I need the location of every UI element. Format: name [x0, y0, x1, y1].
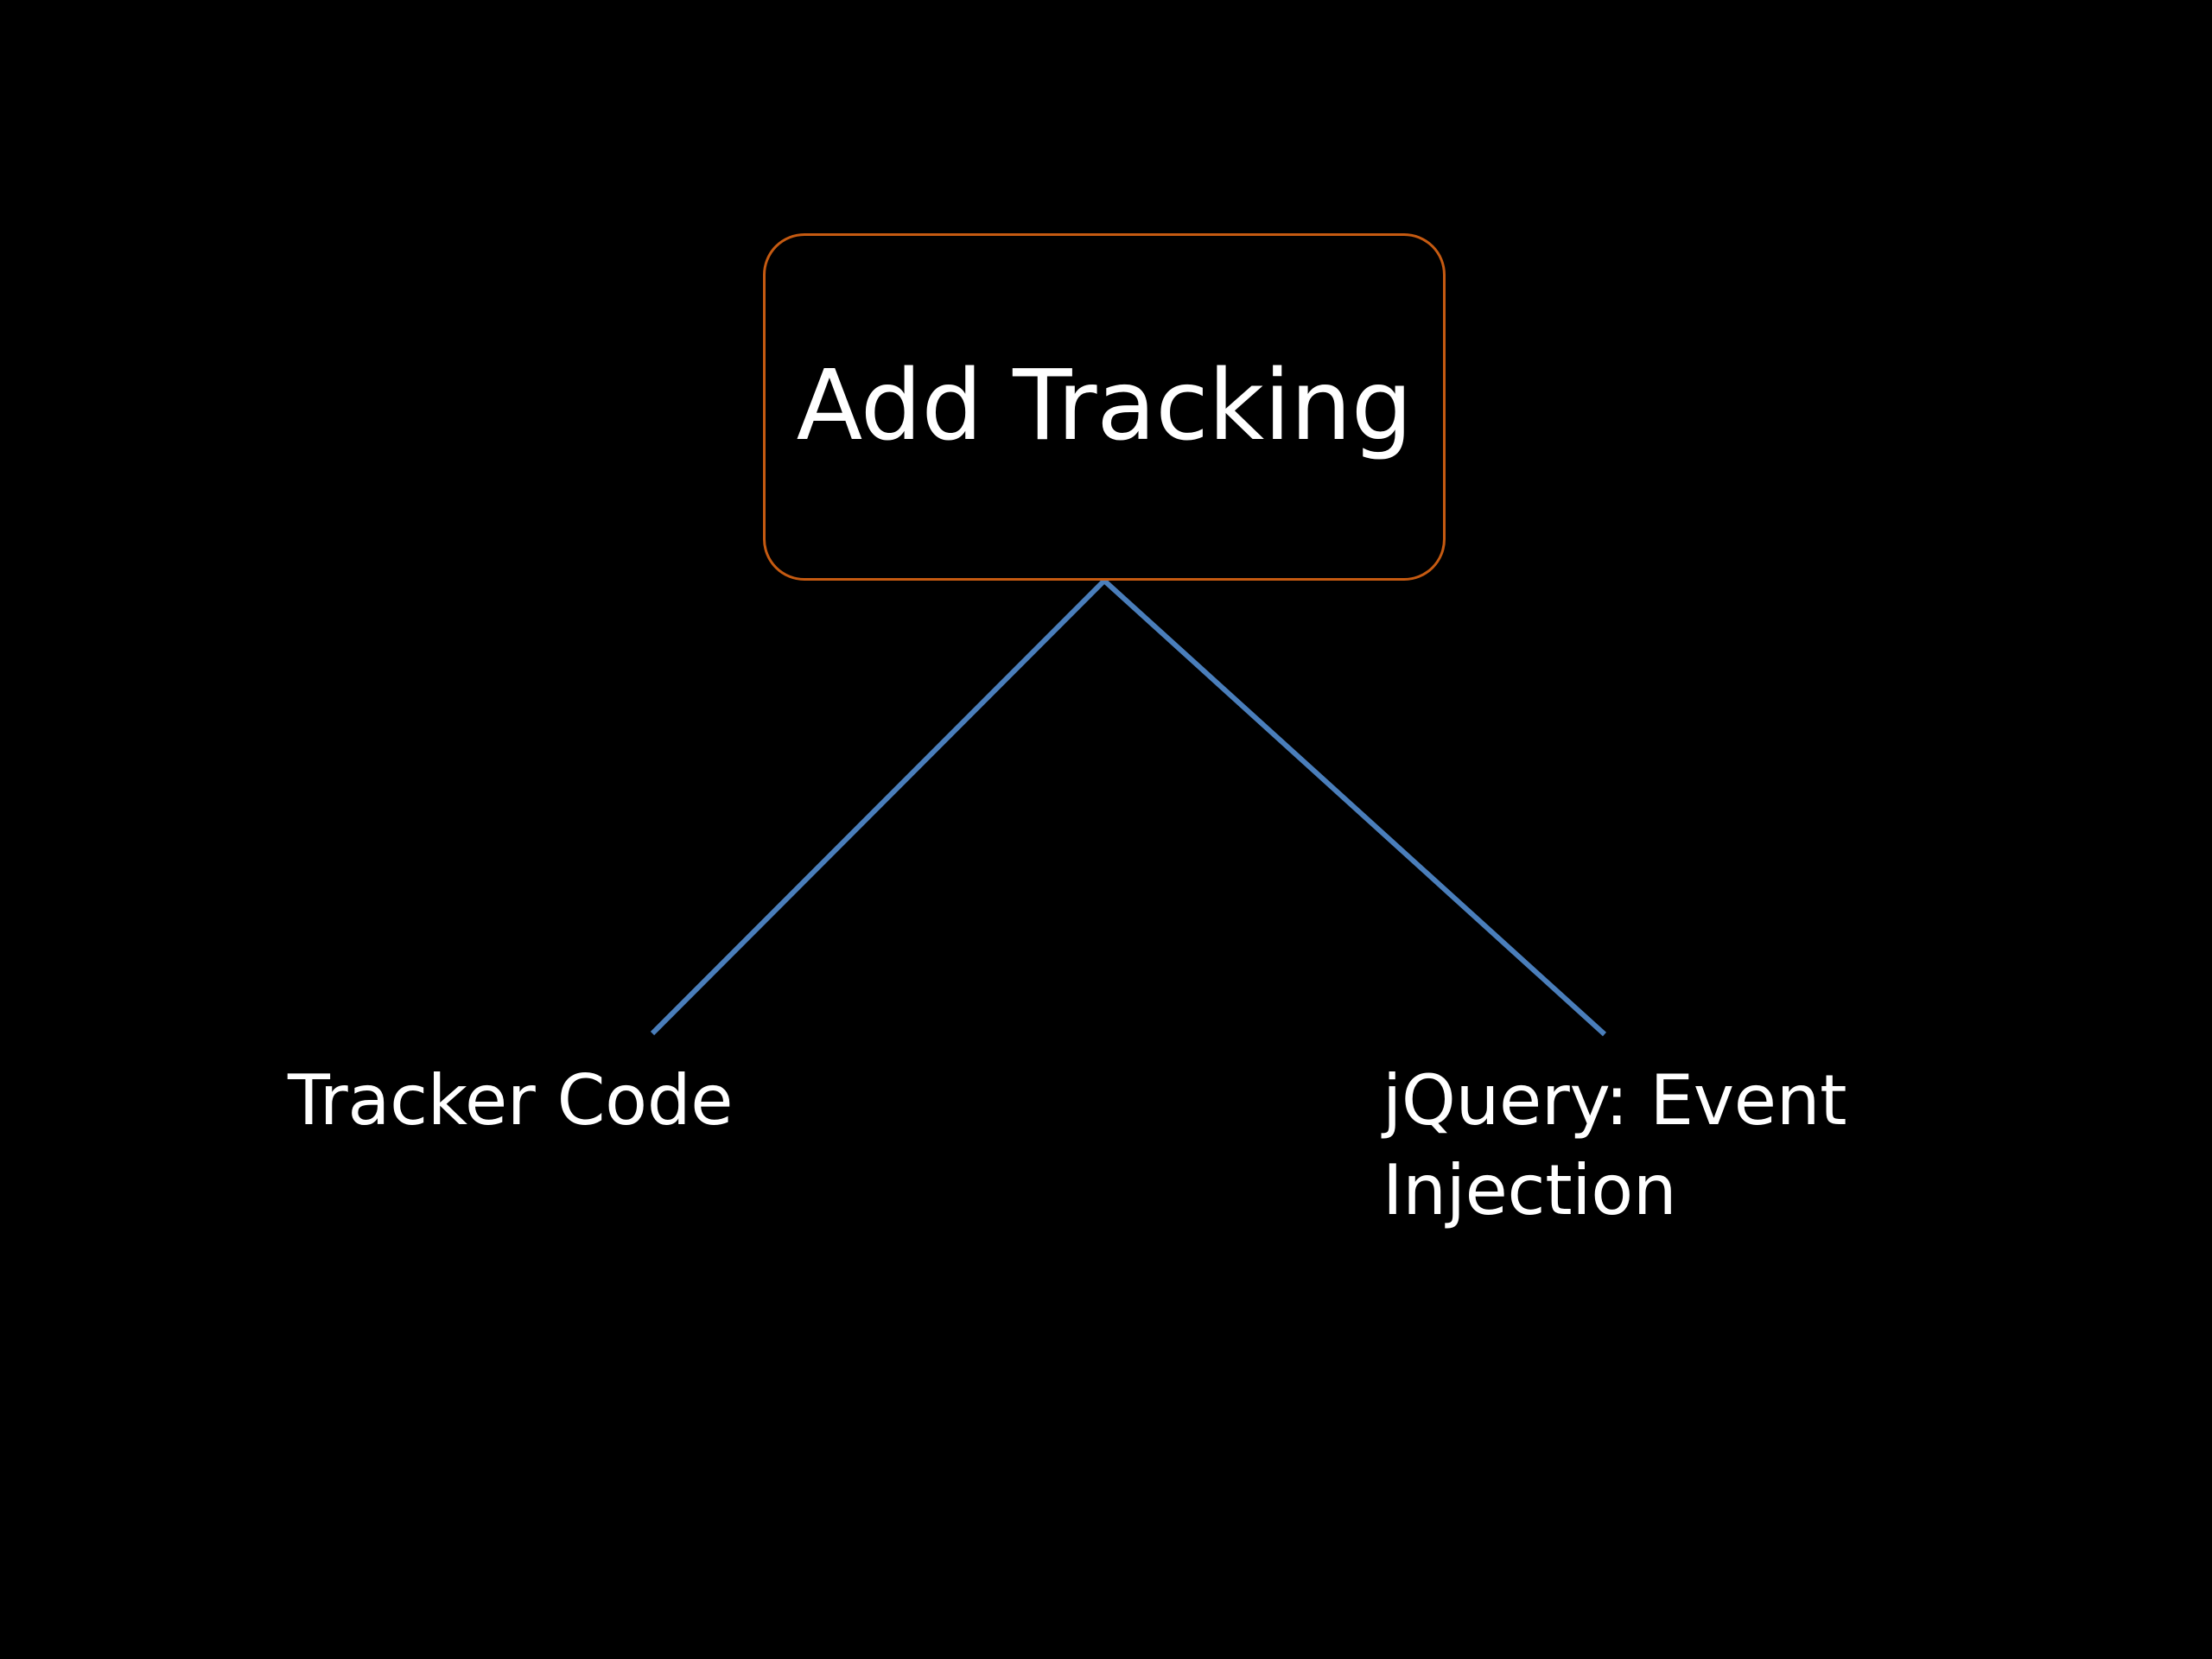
node-add-tracking[interactable]: Add Tracking — [763, 233, 1446, 581]
leaf-label-jquery-event-injection-line-1: jQuery: Event — [1382, 1060, 1847, 1141]
leaf-label-jquery-event-injection-line-2: Injection — [1382, 1150, 1677, 1230]
leaf-label-tracker-code-line-1: Tracker Code — [288, 1060, 734, 1141]
leaf-label-jquery-event-injection[interactable]: jQuery: Event Injection — [1382, 1056, 1847, 1236]
node-add-tracking-label: Add Tracking — [796, 350, 1413, 463]
leaf-label-tracker-code[interactable]: Tracker Code — [288, 1056, 893, 1146]
connector-line-right — [1102, 578, 1607, 1037]
connector-line-left — [650, 578, 1107, 1036]
